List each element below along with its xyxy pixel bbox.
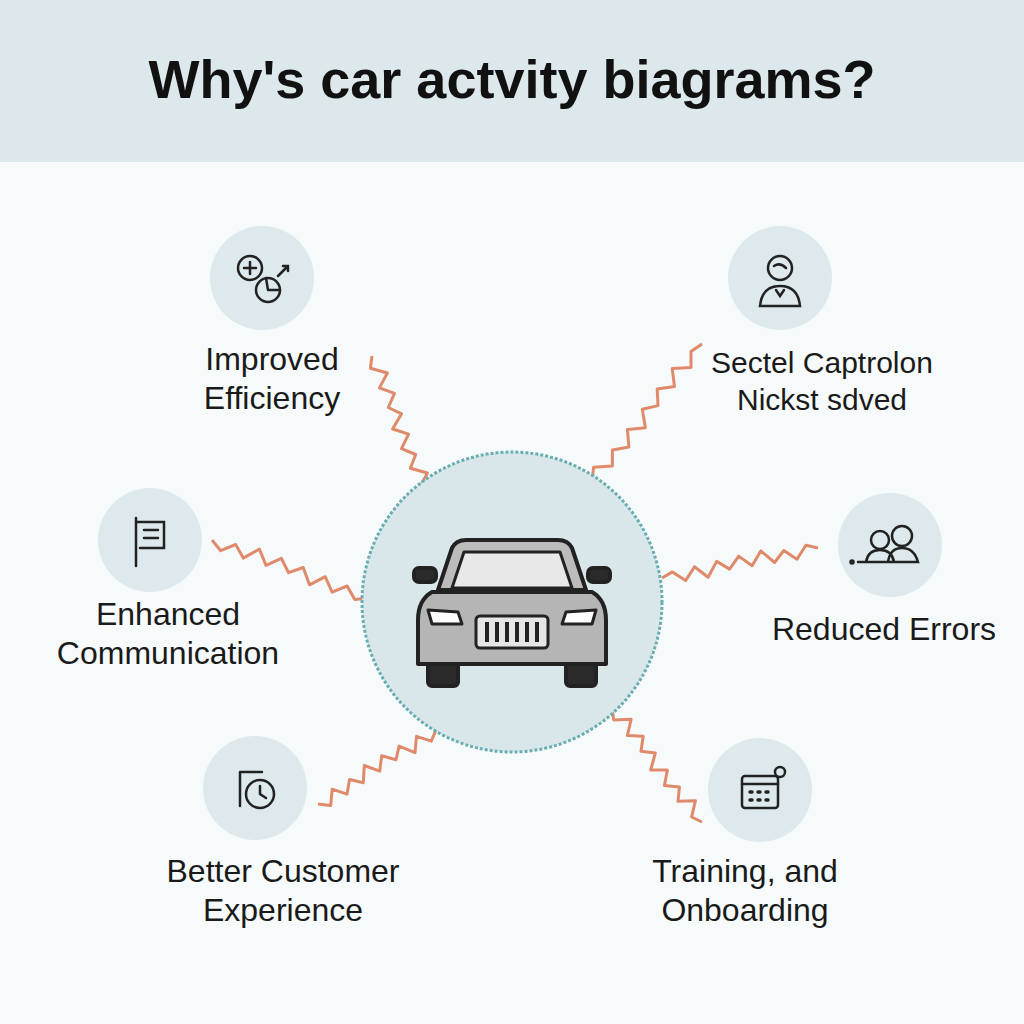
wavy-line <box>318 730 436 806</box>
wavy-line <box>592 344 702 482</box>
benefit-label: Reduced Errors <box>759 610 1009 649</box>
center-circle <box>362 452 662 752</box>
wavy-line <box>612 708 702 822</box>
benefit-label: Improved Efficiency <box>182 340 362 418</box>
title: Why's car actvity biagrams? <box>0 48 1024 110</box>
benefit-label: Sectel Captrolon Nickst sdved <box>677 345 967 418</box>
benefit-label: Better Customer Experience <box>143 852 423 930</box>
wavy-line <box>370 356 428 496</box>
wavy-line <box>212 540 368 600</box>
benefit-label: Training, and Onboarding <box>630 852 860 930</box>
icon-circles <box>98 226 942 842</box>
benefit-label: Enhanced Communication <box>33 595 303 673</box>
wavy-line <box>662 545 818 580</box>
car-icon <box>414 540 610 686</box>
icons <box>136 256 918 808</box>
